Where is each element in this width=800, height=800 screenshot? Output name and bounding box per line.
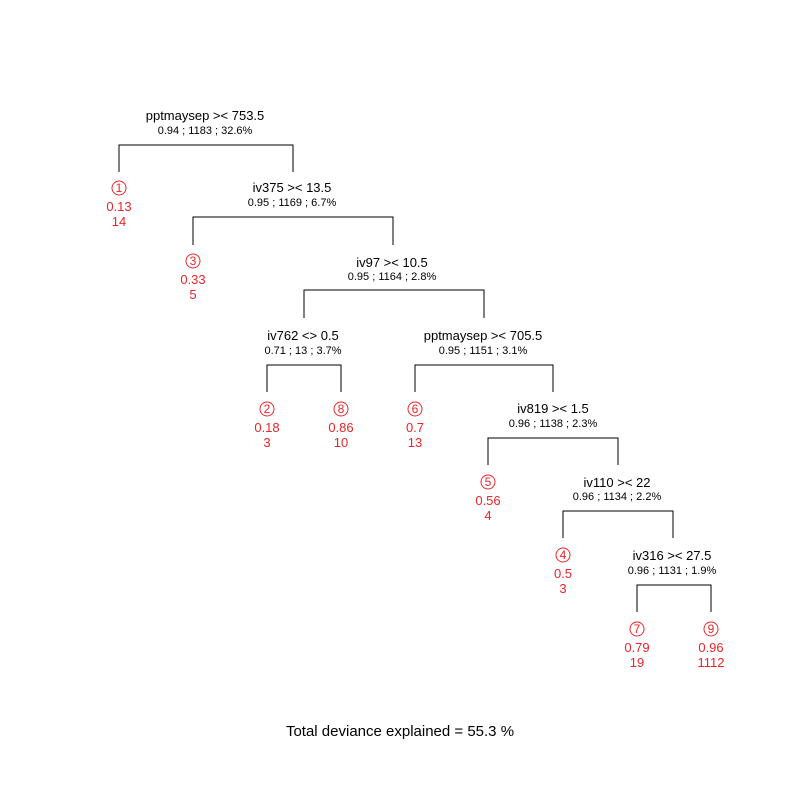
- leaf-count: 3: [559, 581, 566, 596]
- leaf-value: 0.86: [328, 420, 353, 435]
- split-node-s1: pptmaysep >< 753.5 0.94 ; 1183 ; 32.6%: [118, 108, 294, 172]
- split-node-s8: iv316 >< 27.5 0.96 ; 1131 ; 1.9%: [628, 548, 717, 612]
- leaf-number-circle: [259, 401, 275, 417]
- split-condition-label: iv110 >< 22: [584, 475, 651, 490]
- split-bracket: [487, 437, 619, 465]
- leaf-number: 3: [190, 254, 197, 268]
- split-stats-label: 0.95 ; 1164 ; 2.8%: [348, 271, 437, 283]
- leaf-value: 0.13: [106, 199, 131, 214]
- split-bracket: [266, 364, 342, 392]
- split-node-s7: iv110 >< 220.96 ; 1134 ; 2.2%: [562, 475, 674, 538]
- split-stats-label: 0.95 ; 1151 ; 3.1%: [439, 345, 528, 357]
- leaf-node-l4: 40.53: [554, 547, 572, 596]
- leaf-number-circle: [111, 180, 127, 196]
- leaf-value: 0.5: [554, 566, 572, 581]
- split-bracket: [414, 364, 554, 392]
- split-bracket: [118, 144, 294, 172]
- split-condition-label: iv375 >< 13.5: [253, 180, 332, 195]
- split-stats-label: 0.94 ; 1183 ; 32.6%: [158, 125, 253, 137]
- leaf-number: 9: [708, 622, 715, 636]
- split-bracket: [303, 289, 485, 318]
- leaf-number-circle: [703, 621, 719, 637]
- split-bracket: [636, 584, 712, 612]
- leaf-count: 10: [334, 435, 348, 450]
- split-stats-label: 0.96 ; 1131 ; 1.9%: [628, 565, 717, 577]
- split-node-s3: iv97 >< 10.50.95 ; 1164 ; 2.8%: [303, 255, 485, 318]
- leaf-number-circle: [185, 253, 201, 269]
- leaf-number: 4: [560, 548, 567, 562]
- split-condition-label: iv97 >< 10.5: [356, 255, 428, 270]
- leaf-node-l6: 6 0.713: [406, 401, 424, 450]
- split-stats-label: 0.95 ; 1169 ; 6.7%: [248, 197, 337, 209]
- leaf-count: 5: [189, 287, 196, 302]
- leaf-count: 3: [263, 435, 270, 450]
- leaf-number-circle: [480, 474, 496, 490]
- leaf-number: 1: [116, 181, 123, 195]
- leaf-count: 19: [630, 655, 644, 670]
- leaf-number-circle: [629, 621, 645, 637]
- leaf-node-l5: 5 0.564: [475, 474, 501, 523]
- split-stats-label: 0.96 ; 1134 ; 2.2%: [573, 491, 662, 503]
- leaf-count: 4: [484, 508, 491, 523]
- leaf-count: 1112: [698, 655, 725, 670]
- leaf-number: 2: [264, 402, 271, 416]
- leaf-value: 0.7: [406, 420, 424, 435]
- split-stats-label: 0.71 ; 13 ; 3.7%: [264, 345, 341, 357]
- split-node-s2: iv375 >< 13.5 0.95 ; 1169 ; 6.7%: [192, 180, 394, 245]
- leaf-number: 5: [485, 475, 492, 489]
- leaf-number-circle: [407, 401, 423, 417]
- split-condition-label: iv316 >< 27.5: [633, 548, 712, 563]
- leaf-count: 14: [112, 214, 126, 229]
- leaf-number: 7: [634, 622, 641, 636]
- leaf-number: 6: [412, 402, 419, 416]
- leaf-number-circle: [333, 401, 349, 417]
- split-bracket: [562, 510, 674, 538]
- split-condition-label: pptmaysep >< 705.5: [424, 328, 543, 343]
- leaf-value: 0.18: [254, 420, 279, 435]
- split-stats-label: 0.96 ; 1138 ; 2.3%: [509, 418, 598, 430]
- split-node-s4: iv762 <> 0.5 0.71 ; 13 ; 3.7%: [264, 328, 342, 392]
- leaf-number: 8: [338, 402, 345, 416]
- split-condition-label: iv762 <> 0.5: [267, 328, 339, 343]
- leaf-value: 0.96: [698, 640, 723, 655]
- split-node-s6: iv819 >< 1.5 0.96 ; 1138 ; 2.3%: [487, 401, 619, 465]
- leaf-value: 0.79: [624, 640, 649, 655]
- split-bracket: [192, 216, 394, 245]
- leaf-value: 0.33: [180, 272, 205, 287]
- leaf-node-l2: 2 0.183: [254, 401, 280, 450]
- split-node-s5: pptmaysep >< 705.5 0.95 ; 1151 ; 3.1%: [414, 328, 554, 392]
- deviance-explained-footer: Total deviance explained = 55.3 %: [285, 723, 515, 740]
- leaf-value: 0.56: [475, 493, 500, 508]
- split-condition-label: iv819 >< 1.5: [517, 401, 589, 416]
- leaf-number-circle: [555, 547, 571, 563]
- split-condition-label: pptmaysep >< 753.5: [146, 108, 265, 123]
- leaf-node-l3: 3 0.335: [180, 253, 206, 302]
- leaf-count: 13: [408, 435, 422, 450]
